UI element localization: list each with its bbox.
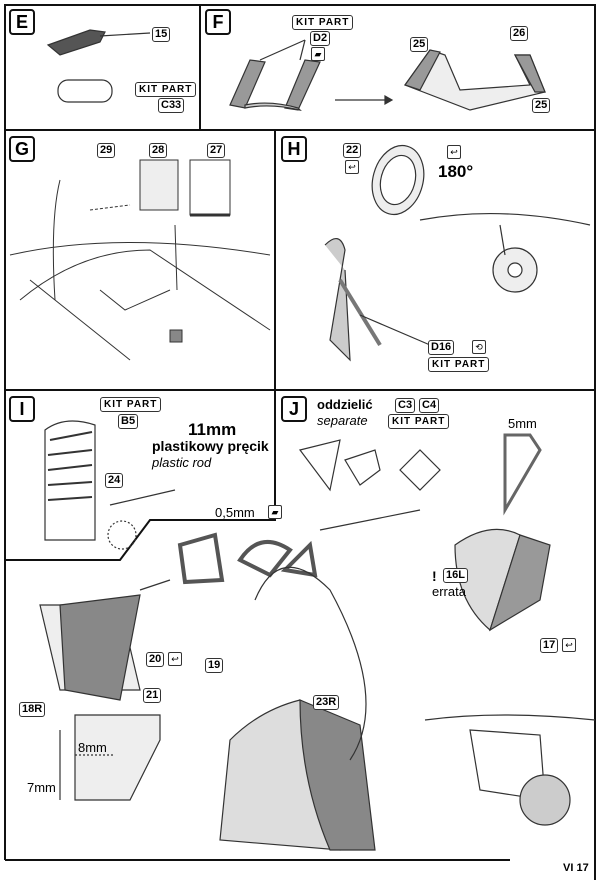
part-c33: C33 <box>158 98 185 113</box>
kit-part-label: KIT PART <box>388 414 450 429</box>
part-c33-drawing <box>57 79 113 103</box>
kit-part-label: KIT PART <box>428 357 490 372</box>
part-c3: C3 <box>395 398 416 413</box>
separate-label-en: separate <box>317 413 368 428</box>
dim-7mm: 7mm <box>27 780 56 795</box>
part-18r: 18R <box>19 702 46 717</box>
part-c4: C4 <box>419 398 440 413</box>
kit-part-icon: ▰ <box>268 505 282 519</box>
part-d2: D2 <box>310 31 331 46</box>
dim-0-5mm: 0,5mm <box>215 505 255 520</box>
part-20: 20 <box>146 652 165 667</box>
fold-icon: ↩ <box>562 638 576 652</box>
part-25: 25 <box>410 37 429 52</box>
part-d16: D16 <box>428 340 455 355</box>
part-16l: 16L <box>443 568 468 583</box>
errata-label: errata <box>432 584 466 599</box>
part-19: 19 <box>205 658 224 673</box>
dim-8mm: 8mm <box>78 740 107 755</box>
part-15-drawing <box>46 29 106 56</box>
part-29: 29 <box>97 143 116 158</box>
kit-part-label: KIT PART <box>135 82 197 97</box>
step-h: H <box>281 136 307 162</box>
step-i: I <box>9 396 35 422</box>
part-15: 15 <box>152 27 171 42</box>
part-22: 22 <box>343 143 362 158</box>
kit-part-label: KIT PART <box>100 397 162 412</box>
rotate-arrow-icon: ↩ <box>447 145 461 159</box>
step-g: G <box>9 136 35 162</box>
part-27: 27 <box>207 143 226 158</box>
part-17: 17 <box>540 638 559 653</box>
bend-icon: ⟲ <box>472 340 486 354</box>
frame-top-row <box>4 4 596 131</box>
page-number: VI 17 <box>563 862 589 874</box>
part-26: 26 <box>510 26 529 41</box>
step-j: J <box>281 396 307 422</box>
rod-label-en: plastic rod <box>152 455 212 470</box>
part-28: 28 <box>149 143 168 158</box>
fold-icon: ↩ <box>168 652 182 666</box>
separate-label-pl: oddzielić <box>317 397 373 412</box>
rotation-label: 180° <box>438 162 474 181</box>
fold-icon: ↩ <box>345 160 359 174</box>
part-25: 25 <box>532 98 551 113</box>
part-b5: B5 <box>118 414 139 429</box>
part-24: 24 <box>105 473 124 488</box>
rod-size: 11mm <box>188 420 237 439</box>
step-f: F <box>205 9 231 35</box>
step-e: E <box>9 9 35 35</box>
dim-5mm: 5mm <box>508 416 537 431</box>
part-21: 21 <box>143 688 162 703</box>
rod-label-pl: plastikowy pręcik <box>152 438 269 454</box>
kit-part-icon: ▰ <box>311 47 325 61</box>
part-23r: 23R <box>313 695 340 710</box>
errata-mark: ! <box>432 568 437 584</box>
kit-part-label: KIT PART <box>292 15 354 30</box>
